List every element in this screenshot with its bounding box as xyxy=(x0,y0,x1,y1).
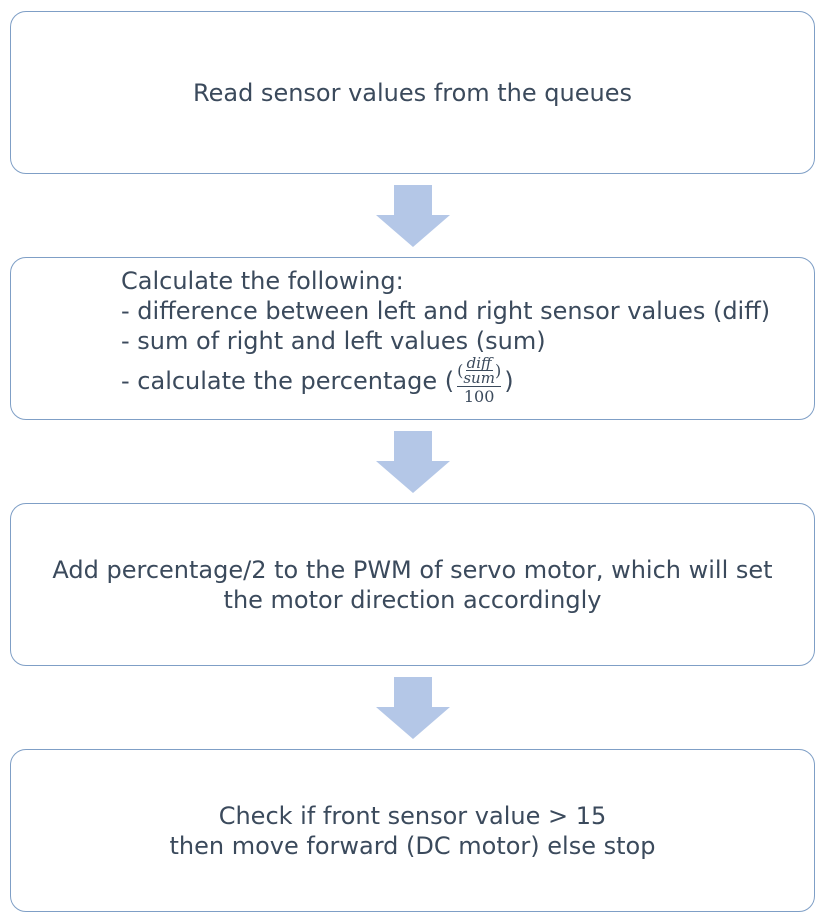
step-list-item: - sum of right and left values (sum) xyxy=(121,327,546,355)
step-text-line: the motor direction accordingly xyxy=(223,585,602,614)
fraction-diff: diff xyxy=(465,354,493,372)
step-list-item: - difference between left and right sens… xyxy=(121,297,771,325)
percentage-formula-line: - calculate the percentage ( ( diff sum … xyxy=(121,356,770,406)
flow-step-calculate: Calculate the following: - difference be… xyxy=(10,257,815,420)
step-text: Check if front sensor value > 15 then mo… xyxy=(170,801,656,861)
down-arrow-icon xyxy=(376,431,450,493)
formula-prefix: - calculate the percentage ( xyxy=(121,367,455,395)
fraction-numerator: ( diff sum ) xyxy=(457,354,502,387)
step-text-line: Add percentage/2 to the PWM of servo mot… xyxy=(52,555,773,584)
down-arrow-icon xyxy=(376,185,450,247)
fraction-sum: sum xyxy=(463,369,495,387)
fraction-bar xyxy=(457,386,502,387)
down-arrow-icon xyxy=(376,677,450,739)
flow-step-read-sensors: Read sensor values from the queues xyxy=(10,11,815,174)
step-text-line: then move forward (DC motor) else stop xyxy=(169,831,656,860)
step-text: Read sensor values from the queues xyxy=(193,78,632,108)
step-text: Add percentage/2 to the PWM of servo mot… xyxy=(52,555,772,615)
formula-close-paren: ) xyxy=(494,360,502,380)
step-text-line: Check if front sensor value > 15 xyxy=(218,801,607,830)
formula-suffix: ) xyxy=(504,367,514,395)
diff-over-sum-fraction: diff sum xyxy=(463,354,495,387)
flow-step-adjust-servo: Add percentage/2 to the PWM of servo mot… xyxy=(10,503,815,666)
flow-step-check-front-sensor: Check if front sensor value > 15 then mo… xyxy=(10,749,815,912)
step-heading: Calculate the following: xyxy=(121,267,404,295)
fraction-denominator: 100 xyxy=(463,387,495,406)
formula-open-paren: ( xyxy=(457,360,464,380)
percentage-fraction: ( diff sum ) 100 xyxy=(457,354,502,406)
step-text-line: Read sensor values from the queues xyxy=(193,78,632,107)
step-text: Calculate the following: - difference be… xyxy=(121,266,770,406)
